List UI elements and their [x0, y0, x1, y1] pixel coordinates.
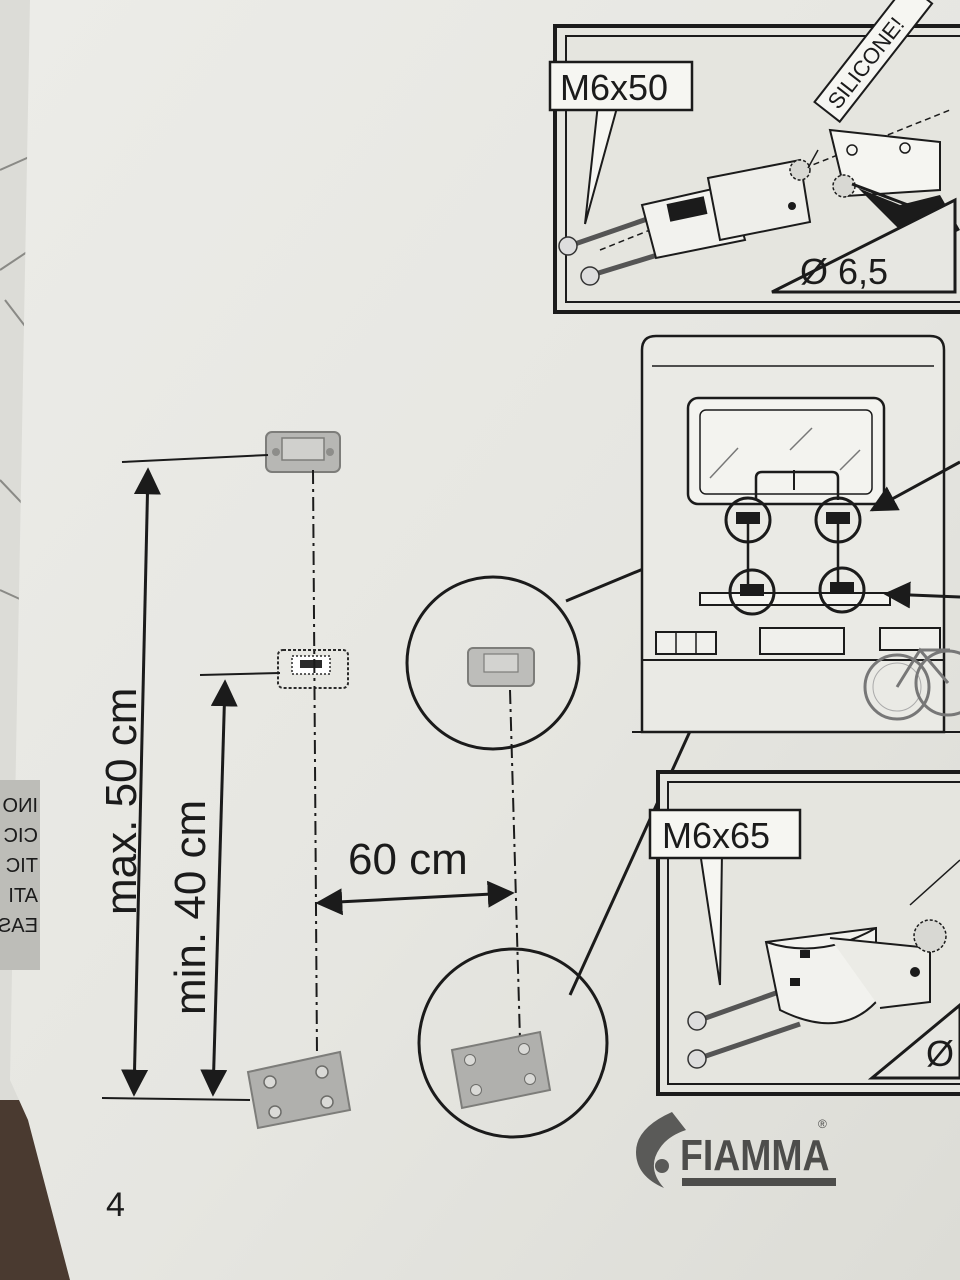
margin-line-4: ATI	[8, 885, 38, 907]
margin-line-2: CIC	[4, 825, 38, 847]
top-inset-panel: Ø 6,5 M6x50 SILICONE!	[548, 0, 960, 314]
mount-circle-top-left	[724, 496, 772, 544]
inset-bracket-icon	[640, 158, 812, 260]
lower-screw-label-box	[648, 808, 802, 860]
registered-mark: ®	[818, 1117, 827, 1131]
bottom-bracket-icon	[246, 1050, 352, 1130]
bracket-centre-line	[312, 469, 318, 1057]
bottom-inset-panel: Ø M6x65	[648, 770, 960, 1096]
screw-size-label: M6x50	[560, 67, 668, 108]
detail-circle-lower	[417, 947, 609, 1139]
rear-window	[686, 396, 886, 506]
screw-label-box	[548, 60, 694, 112]
lower-silicone-dab	[913, 919, 947, 953]
drill-label-box	[771, 197, 957, 294]
min-witness-line	[199, 672, 281, 676]
pointer-arrow-right-upper	[869, 460, 960, 512]
drill-diameter-label: Ø 6,5	[800, 251, 888, 292]
brand-wordmark: FIAMMA	[680, 1130, 830, 1180]
lower-drill-label-box	[867, 1003, 960, 1080]
middle-bracket-icon	[277, 649, 349, 689]
wall-panel	[828, 128, 941, 198]
mount-circle-bottom-left	[728, 568, 776, 616]
top-bracket-icon	[265, 431, 341, 473]
lower-bracket-icon	[764, 926, 931, 1025]
base-witness-line	[101, 1097, 251, 1101]
page-number: 4	[106, 1186, 125, 1224]
margin-line-3: TIC	[6, 855, 38, 877]
motorhome-rear-view	[632, 334, 960, 734]
spacing-dimension-label: 60 cm	[348, 835, 468, 884]
margin-line-1: INO	[2, 795, 38, 817]
margin-line-5: EAS	[0, 915, 38, 937]
bicycle-icon	[863, 647, 960, 721]
min-dimension-label: min. 40 cm	[166, 800, 215, 1015]
mount-circle-top-right	[814, 496, 862, 544]
spacing-dimension-arrow	[315, 880, 515, 916]
margin-text-strip: INO CIC TIC ATI EAS	[0, 780, 40, 970]
silicone-label-box	[813, 0, 934, 124]
pointer-arrow-right-lower	[883, 581, 960, 609]
detail-circle-upper	[405, 575, 581, 751]
lower-screw-size-label: M6x65	[662, 815, 770, 856]
min-dimension-arrow	[200, 679, 238, 1097]
mount-circle-bottom-right	[818, 566, 866, 614]
long-screw-icon	[687, 985, 801, 1069]
max-dimension-label: max. 50 cm	[97, 688, 146, 915]
fiamma-logo: FIAMMA ®	[636, 1112, 836, 1188]
max-witness-line	[121, 454, 269, 463]
lower-drill-diameter-label: Ø	[926, 1033, 954, 1074]
max-dimension-arrow	[121, 467, 161, 1097]
